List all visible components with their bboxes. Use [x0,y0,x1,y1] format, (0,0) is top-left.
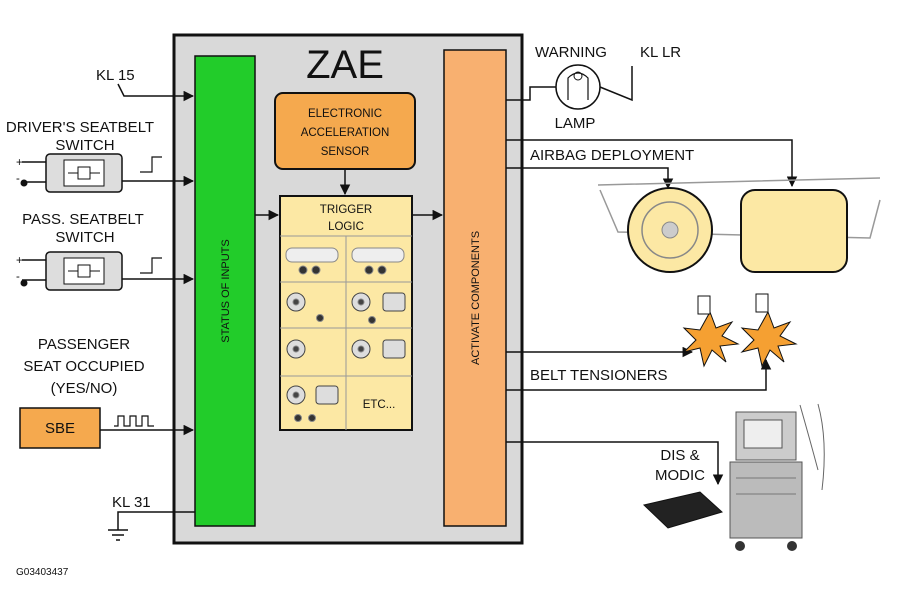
zae-title: ZAE [306,43,384,87]
pass-minus: - [16,271,20,283]
occupied-line1: PASSENGER [38,336,130,353]
airbag-wire-steering [506,167,674,190]
sbe-label: SBE [45,420,75,437]
ground-icon [20,279,28,287]
trigger-etc: ETC... [363,399,396,411]
belt-tensioner-icon [682,293,798,368]
driver-switch-line1: DRIVER'S SEATBELT [6,119,154,136]
pass-plus: + [16,255,23,267]
kl31-wire [117,511,195,530]
belt-tensioners-label: BELT TENSIONERS [530,367,668,384]
figure-id: G03403437 [16,567,69,578]
lamp-wire-right [599,66,633,102]
kl31-label: KL 31 [112,494,151,511]
airbag-label: AIRBAG DEPLOYMENT [530,147,694,164]
driver-minus: - [16,173,20,185]
lamp-label: LAMP [555,115,596,132]
driver-seatbelt-switch [45,153,123,193]
trigger-line1: TRIGGER [320,204,372,216]
dis-wire [506,441,724,486]
driver-switch-line2: SWITCH [55,137,114,154]
dis-line2: MODIC [655,467,705,484]
lamp-wire-left [506,86,556,101]
kl15-label: KL 15 [96,67,135,84]
activate-components-bar [443,49,507,527]
occupied-line2: SEAT OCCUPIED [23,358,144,375]
status-of-inputs-label: STATUS OF INPUTS [220,239,232,343]
status-of-inputs-bar [194,55,256,527]
warning-label: WARNING [535,44,607,61]
pass-switch-line2: SWITCH [55,229,114,246]
airbag-wire-main [506,139,798,188]
pass-seatbelt-switch [45,251,123,291]
step-signal-icon [140,156,162,173]
belt-wire-lower [506,358,772,391]
activate-components-label: ACTIVATE COMPONENTS [470,231,482,365]
ground-icon [108,529,128,541]
sensor-line3: SENSOR [321,146,370,158]
occupied-line3: (YES/NO) [51,380,118,397]
airbag-dashboard-icon [597,177,881,273]
kl15-wire [117,83,195,102]
seat-occupant-icon [285,247,406,422]
driver-plus: + [16,157,23,169]
ground-icon [20,179,28,187]
sensor-line1: ELECTRONIC [308,108,382,120]
kl-lr-label: KL LR [640,44,681,61]
pulse-signal-icon [114,415,154,427]
pass-switch-line1: PASS. SEATBELT [22,211,144,228]
warning-lamp-icon [555,64,601,110]
trigger-line2: LOGIC [328,221,364,233]
sbe-box [19,407,101,449]
diagnostic-station-icon [642,403,825,551]
dis-line1: DIS & [660,447,699,464]
step-signal-icon [140,257,162,274]
sensor-line2: ACCELERATION [301,127,390,139]
